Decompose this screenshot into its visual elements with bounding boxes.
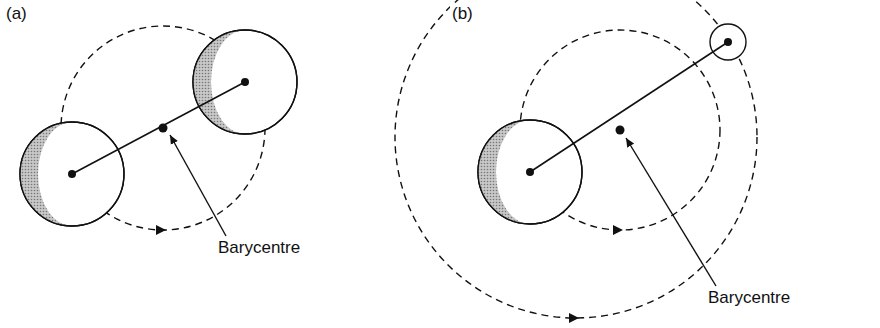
barycentre-label: Barycentre xyxy=(706,288,792,308)
direction-arrow xyxy=(569,313,579,323)
barycentre-dot xyxy=(616,126,625,135)
body-right xyxy=(193,30,297,134)
direction-arrow xyxy=(613,225,623,235)
panel-label: (b) xyxy=(450,4,475,24)
connecting-line xyxy=(530,42,728,172)
connecting-line xyxy=(72,82,245,174)
orbit-path xyxy=(395,0,757,318)
body-small xyxy=(710,24,746,60)
body-large xyxy=(478,120,582,224)
leader-line xyxy=(170,135,226,236)
leader-line xyxy=(626,138,716,286)
direction-arrow xyxy=(156,225,166,235)
panel-label: (a) xyxy=(4,4,29,24)
barycentre-dot xyxy=(159,124,168,133)
barycentre-label: Barycentre xyxy=(216,238,302,258)
body-left xyxy=(20,122,124,226)
